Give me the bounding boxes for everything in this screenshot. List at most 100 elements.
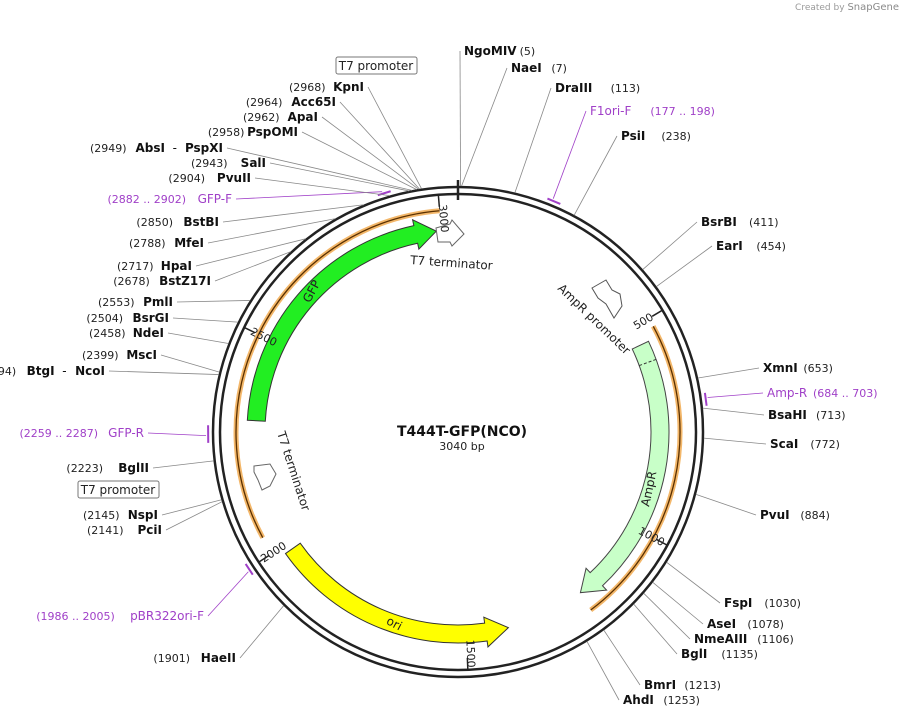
leader-line [586, 641, 620, 701]
site-fspi[interactable]: FspI (1030) [724, 596, 801, 610]
site-name: BstZ17I [159, 274, 211, 288]
t7-promoter-top[interactable]: T7 promoter [335, 56, 418, 75]
site-position: (2717) [117, 260, 154, 273]
site-ndei[interactable]: NdeI(2458) [89, 326, 164, 340]
leader-line [214, 251, 291, 282]
site-name: PvuI [760, 508, 790, 522]
site-name: NgoMIV [464, 44, 517, 58]
primer-pbr322ori-f[interactable]: pBR322ori-F(1986 .. 2005) [36, 609, 204, 623]
site-sali[interactable]: SalI(2943) [191, 156, 266, 170]
site-naei[interactable]: NaeI(7) [511, 61, 567, 75]
site-absi[interactable]: PspXI-AbsI(2949) [90, 141, 223, 155]
t7-promoter-left[interactable]: T7 promoter [77, 480, 160, 499]
site-draiii[interactable]: DraIII(113) [555, 81, 640, 95]
site-position: (2678) [113, 275, 150, 288]
site-scai[interactable]: ScaI(772) [770, 437, 840, 451]
site-bgli[interactable]: BglI(1135) [681, 647, 758, 661]
primer-gfp-r[interactable]: GFP-R(2259 .. 2287) [19, 426, 144, 440]
leader-line [207, 218, 336, 244]
site-acc65i[interactable]: Acc65I(2964) [246, 95, 336, 109]
site-pcii[interactable]: PciI(2141) [87, 523, 162, 537]
feature-label-t7-terminator-left: T7 terminator [274, 429, 313, 513]
site-bglii[interactable]: BglII(2223) [66, 461, 149, 475]
site-position: (1030) [764, 597, 801, 610]
site-name: Acc65I [291, 95, 336, 109]
site-position: (2458) [89, 327, 126, 340]
leader-line [222, 204, 364, 223]
site-bstz17i[interactable]: BstZ17I (2678) [113, 274, 211, 288]
site-name: HaeII [201, 651, 236, 665]
site-bsrgi[interactable]: BsrGI(2504) [86, 311, 169, 325]
leader-line [152, 460, 214, 469]
primer-gfp-f[interactable]: GFP-F(2882 .. 2902) [107, 192, 232, 206]
site-pvuii[interactable]: PvuII(2904) [168, 171, 251, 185]
site-pvui[interactable]: PvuI(884) [760, 508, 830, 522]
site-nmeaiii[interactable]: NmeAIII(1106) [694, 632, 794, 646]
leader-line [652, 581, 704, 625]
t7-promoter-left-label: T7 promoter [80, 483, 156, 497]
site-name: PspXI [185, 141, 223, 155]
leader-line [461, 67, 508, 187]
site-kpni[interactable]: KpnI(2968) [289, 80, 364, 94]
site-asei[interactable]: AseI(1078) [707, 617, 784, 631]
primer-mark [244, 563, 254, 576]
tick-mark [437, 194, 441, 207]
site-position: (2968) [289, 81, 326, 94]
t7-terminator-left[interactable]: T7 terminator [253, 429, 313, 513]
primer-range: (2882 .. 2902) [107, 193, 186, 206]
site-name: HpaI [161, 259, 192, 273]
ampr-promoter-feature[interactable]: AmpR promoter [555, 279, 633, 357]
leader-line [643, 593, 691, 640]
primer-f1ori-f[interactable]: F1ori-F(177 .. 198) [590, 104, 715, 118]
leader-line [269, 162, 410, 192]
site-labels: NgoMIV(5) NaeI(7) DraIII(113) PsiI(238) BsrB… [0, 44, 846, 707]
site-name: NspI [128, 508, 158, 522]
leader-line [695, 493, 757, 516]
site-hpai[interactable]: HpaI (2717) [117, 259, 192, 273]
site-psii[interactable]: PsiI(238) [621, 129, 691, 143]
site-name: BglI [681, 647, 707, 661]
site-pspomi[interactable]: PspOMI(2958) [208, 125, 298, 139]
site-bsrbi[interactable]: BsrBI(411) [701, 215, 779, 229]
ori-feature[interactable]: ori [284, 542, 510, 648]
site-btgi[interactable]: NcoI-BtgI(2394) [0, 364, 105, 378]
primer-name: GFP-R [108, 426, 144, 440]
site-eari[interactable]: EarI(454) [716, 239, 786, 253]
ampr-feature[interactable]: AmpR [579, 340, 670, 594]
plasmid-size: 3040 bp [439, 440, 484, 453]
site-bstbi[interactable]: BstBI (2850) [136, 215, 219, 229]
site-ngomiv[interactable]: NgoMIV(5) [464, 44, 535, 58]
primer-mark [547, 197, 561, 205]
site-ahdi[interactable]: AhdI(1253) [623, 693, 700, 707]
site-name: FspI [724, 596, 752, 610]
site-position: (2399) [82, 349, 119, 362]
site-pmli[interactable]: PmlI(2553) [98, 295, 173, 309]
site-position: (1213) [684, 679, 721, 692]
t7-terminator-top[interactable]: T7 terminator [409, 219, 493, 273]
site-separator: - [173, 141, 177, 155]
site-position: (2850) [136, 216, 173, 229]
site-position: (1078) [747, 618, 784, 631]
site-msci[interactable]: MscI(2399) [82, 348, 157, 362]
site-nspi[interactable]: NspI(2145) [83, 508, 158, 522]
site-mfei[interactable]: MfeI(2788) [129, 236, 204, 250]
site-position: (1106) [757, 633, 794, 646]
primer-leader [235, 191, 383, 200]
primer-amp-r[interactable]: Amp-R(684 .. 703) [767, 386, 878, 400]
primer-leader [707, 392, 764, 398]
site-name: ScaI [770, 437, 798, 451]
gfp-feature[interactable]: GFP [246, 218, 438, 422]
site-position: (2958) [208, 126, 245, 139]
primer-leader [207, 571, 249, 617]
site-apai[interactable]: ApaI(2962) [243, 110, 318, 124]
site-haeii[interactable]: HaeII(1901) [153, 651, 236, 665]
site-bsahi[interactable]: BsaHI(713) [768, 408, 846, 422]
site-position: (5) [520, 45, 536, 58]
site-xmni[interactable]: XmnI(653) [763, 361, 833, 375]
snapgene-logo-text: SnapGene [847, 2, 899, 13]
primer-labels: F1ori-F(177 .. 198) Amp-R(684 .. 703) pBR3… [19, 104, 877, 623]
site-position: (2904) [168, 172, 205, 185]
site-name: BstBI [183, 215, 219, 229]
leader-line [642, 221, 698, 270]
site-bmri[interactable]: BmrI(1213) [644, 678, 721, 692]
